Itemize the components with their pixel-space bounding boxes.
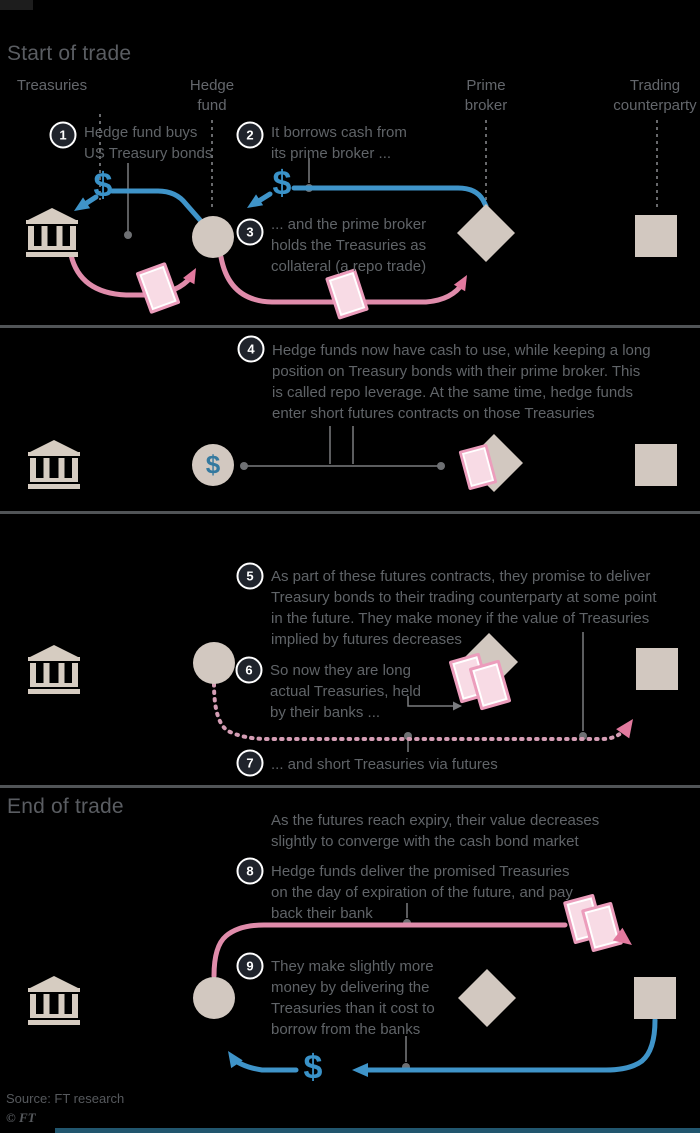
- treasury-bond-icon: [457, 442, 499, 492]
- dollar-icon: $: [205, 449, 221, 480]
- step-text-1: Hedge fund buys US Treasury bonds: [84, 124, 213, 162]
- hedge-fund-circle: [192, 216, 234, 258]
- step-badge-5: 5: [236, 562, 264, 590]
- step-text-5: As part of these futures contracts, they…: [271, 568, 657, 648]
- column-label-prime-broker: Prime broker: [464, 77, 508, 114]
- step-badge-3: 3: [236, 218, 264, 246]
- prime-broker-diamond: [458, 969, 516, 1027]
- expiry-note: As the futures reach expiry, their value…: [271, 812, 600, 850]
- bottom-edge-bar: [55, 1128, 700, 1133]
- step-text-6: So now they are long actual Treasuries, …: [270, 662, 421, 721]
- start-of-trade-heading: Start of trade: [7, 42, 132, 65]
- arrowhead-blue: [74, 197, 91, 211]
- cash-from-prime-broker-line: [291, 185, 489, 209]
- arrowhead-blue: [247, 194, 264, 208]
- step-text-3: ... and the prime broker holds the Treas…: [271, 216, 427, 275]
- column-label-trading-counterparty: Trading counterparty: [613, 77, 697, 114]
- step-badge-2: 2: [236, 121, 264, 149]
- counterparty-square: [634, 977, 676, 1019]
- bonds-delivery-arrow-shaft: [601, 925, 627, 943]
- step-text-8: Hedge funds deliver the promised Treasur…: [271, 863, 573, 922]
- step-text-4: Hedge funds now have cash to use, while …: [272, 342, 651, 422]
- arrowhead-pink: [612, 927, 632, 945]
- column-label-hedge-fund: Hedge fund: [189, 77, 235, 114]
- column-label-treasuries: Treasuries: [16, 77, 88, 94]
- counterparty-square: [636, 648, 678, 690]
- treasury-bond-icon: [134, 260, 182, 316]
- treasury-bond-icon: [447, 651, 493, 705]
- prime-broker-diamond: [465, 434, 523, 492]
- arrowhead-pink: [183, 268, 196, 285]
- step-badge-4: 4: [237, 335, 265, 363]
- bank-icon: [28, 645, 80, 694]
- prime-broker-diamond: [457, 204, 515, 262]
- treasury-bond-icon: [467, 658, 513, 712]
- arrowhead-blue: [352, 1063, 368, 1077]
- step-badge-8: 8: [236, 857, 264, 885]
- step-badge-7: 7: [236, 749, 264, 777]
- step-text-9: They make slightly more money by deliver…: [271, 958, 435, 1038]
- arrowhead-pink: [453, 275, 467, 292]
- step-badge-1: 1: [49, 121, 77, 149]
- dollar-icon: $: [303, 1048, 323, 1087]
- section-divider: [0, 325, 700, 328]
- hedge-fund-circle: [193, 642, 235, 684]
- arrowhead-pink: [616, 719, 633, 739]
- counterparty-square: [635, 215, 677, 257]
- dollar-icon: $: [93, 166, 113, 205]
- treasury-bond-icon: [579, 900, 625, 954]
- end-of-trade-heading: End of trade: [7, 795, 124, 818]
- bank-icon: [28, 976, 80, 1025]
- source-credit: Source: FT research: [6, 1091, 125, 1106]
- step-badge-9: 9: [236, 952, 264, 980]
- corner-artifact: [0, 0, 33, 10]
- hedge-fund-circle: [193, 977, 235, 1019]
- arrowhead-gray: [453, 701, 462, 711]
- cash-to-treasuries-line: [109, 188, 203, 223]
- step-text-2: It borrows cash from its prime broker ..…: [271, 124, 407, 162]
- cash-to-hedge-fund-arrow-shaft: [251, 191, 273, 207]
- bank-icon: [28, 440, 80, 489]
- step-text-7: ... and short Treasuries via futures: [271, 756, 498, 773]
- ft-copyright: © FT: [6, 1110, 36, 1125]
- dollar-icon: $: [272, 164, 292, 203]
- bank-icon: [26, 208, 78, 257]
- section-divider: [0, 511, 700, 514]
- step-badge-6: 6: [235, 656, 263, 684]
- arrowhead-blue: [228, 1051, 243, 1069]
- bonds-to-hedge-fund-line: [68, 252, 194, 298]
- counterparty-square: [635, 444, 677, 486]
- cash-return-left-line: [229, 1055, 299, 1073]
- section-divider: [0, 785, 700, 788]
